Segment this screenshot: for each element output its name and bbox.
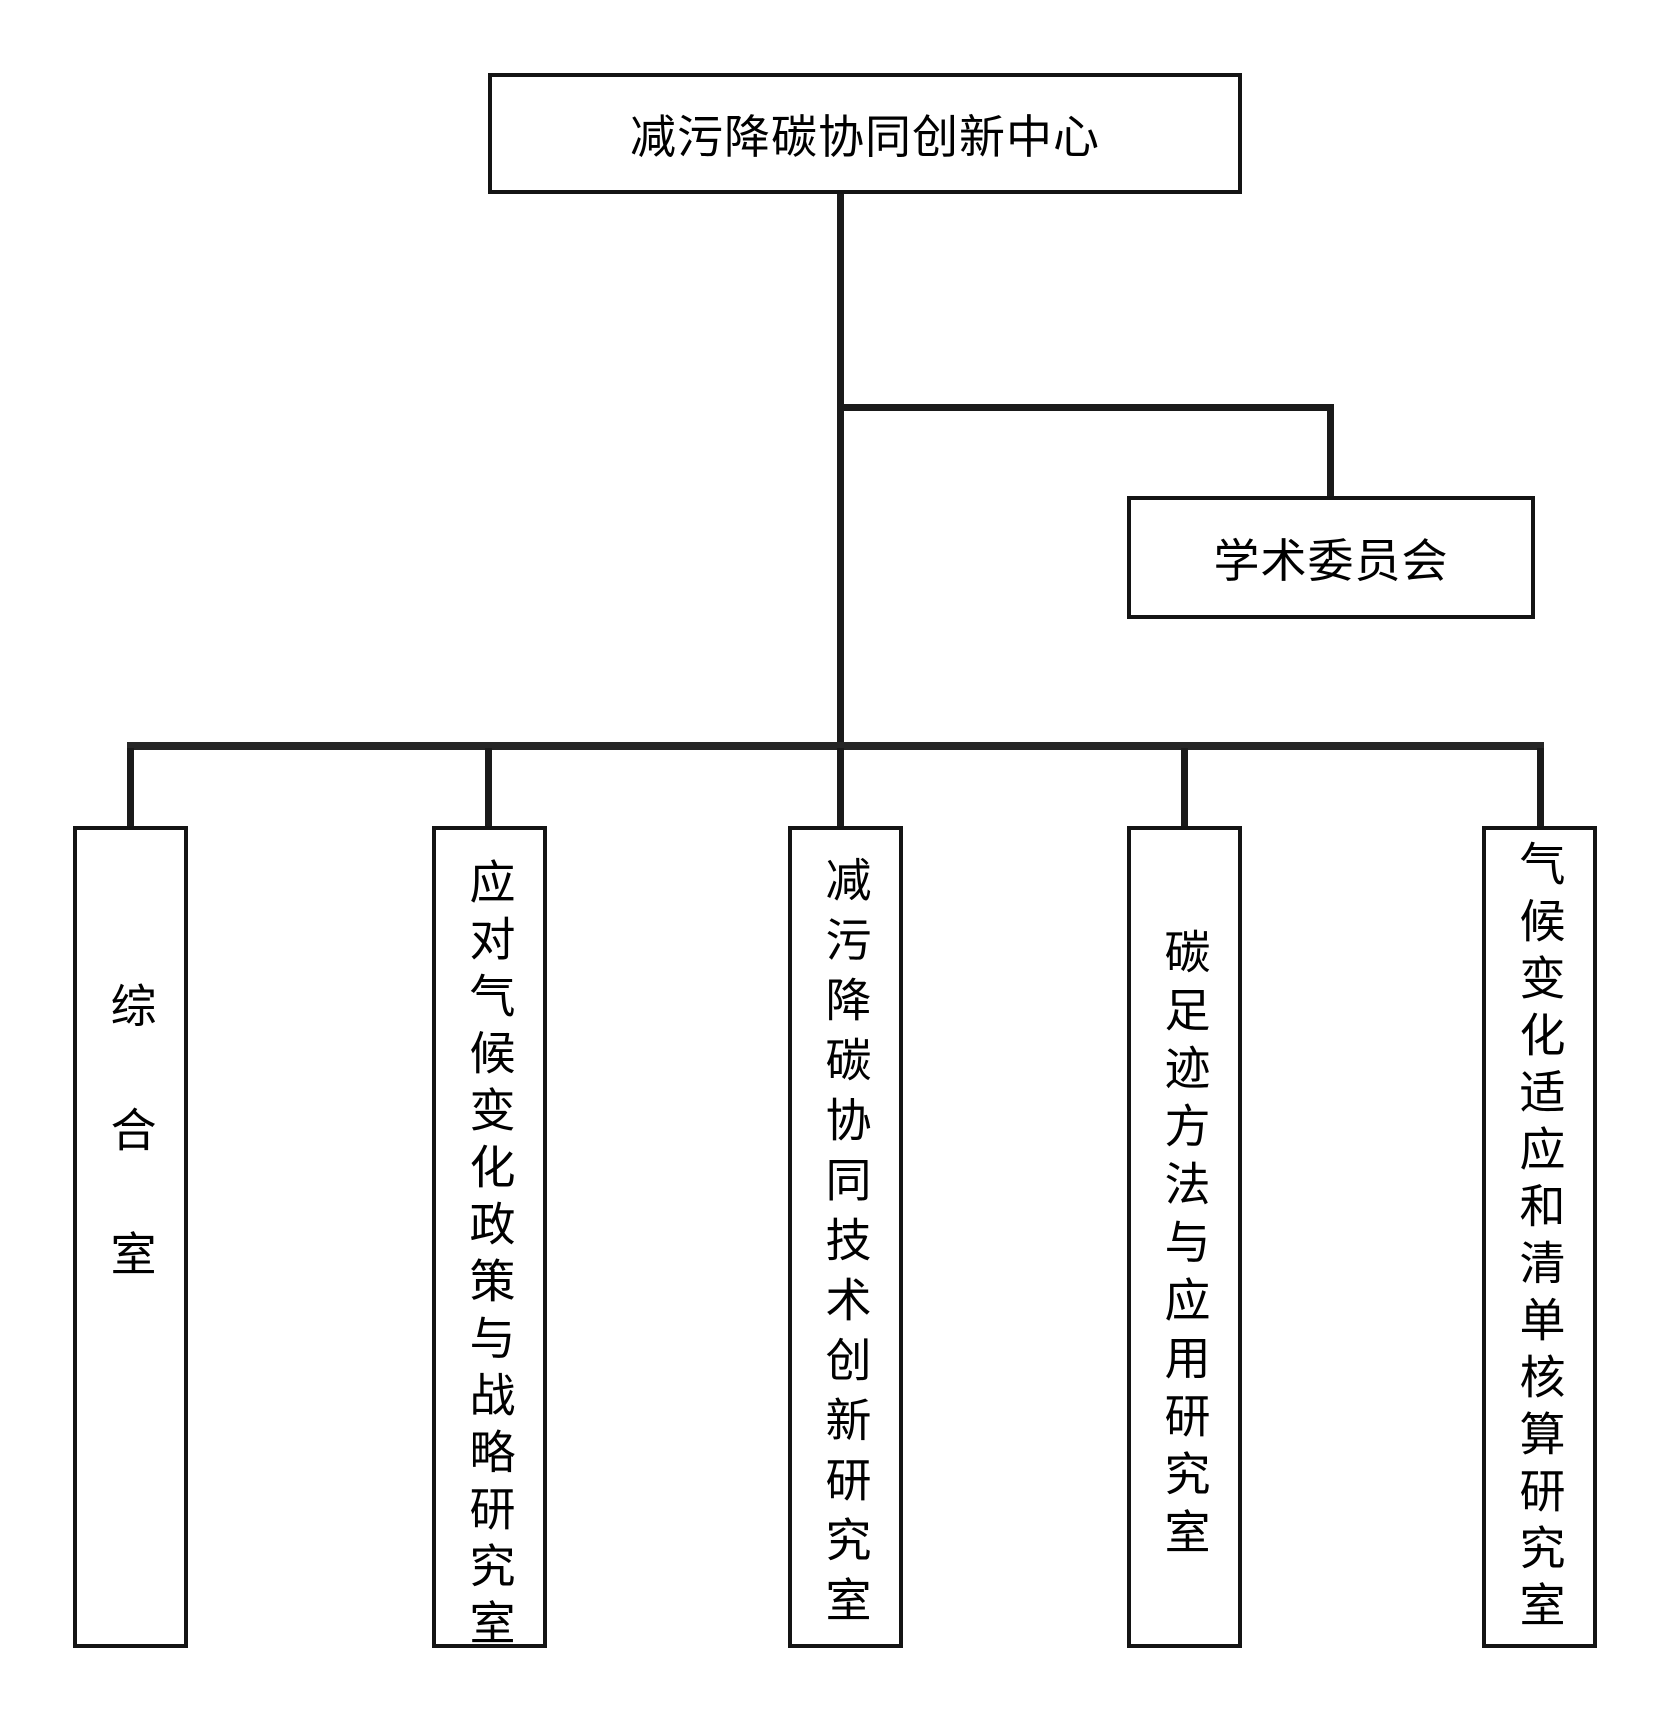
- dept-box-carbon-footprint: 碳足迹方法与应用研究室: [1127, 826, 1242, 1648]
- dept-label: 综合室: [104, 982, 157, 1354]
- dept-label: 减污降碳协同技术创新研究室: [819, 856, 872, 1636]
- connector-committee-vertical: [1327, 404, 1334, 498]
- connector-dept-4: [1181, 748, 1188, 828]
- dept-label: 气候变化适应和清单核算研究室: [1513, 840, 1566, 1638]
- dept-box-adaptation-inventory: 气候变化适应和清单核算研究室: [1482, 826, 1597, 1648]
- dept-box-climate-policy-strategy: 应对气候变化政策与战略研究室: [432, 826, 547, 1656]
- dept-label: 应对气候变化政策与战略研究室: [463, 858, 516, 1656]
- committee-label: 学术委员会: [1213, 534, 1449, 587]
- connector-committee-horizontal: [837, 404, 1334, 411]
- root-box: 减污降碳协同创新中心: [488, 73, 1242, 194]
- connector-dept-3: [837, 748, 844, 828]
- dept-box-general-office: 综合室: [73, 826, 188, 1648]
- dept-box-pollution-carbon-tech: 减污降碳协同技术创新研究室: [788, 826, 903, 1648]
- connector-root-trunk: [837, 194, 844, 750]
- committee-box: 学术委员会: [1127, 496, 1535, 619]
- dept-label: 碳足迹方法与应用研究室: [1158, 928, 1211, 1566]
- connector-dept-2: [485, 748, 492, 828]
- connector-dept-1: [127, 748, 134, 828]
- root-label: 减污降碳协同创新中心: [630, 110, 1100, 163]
- connector-dept-5: [1537, 748, 1544, 828]
- connector-children-bar: [127, 742, 1544, 750]
